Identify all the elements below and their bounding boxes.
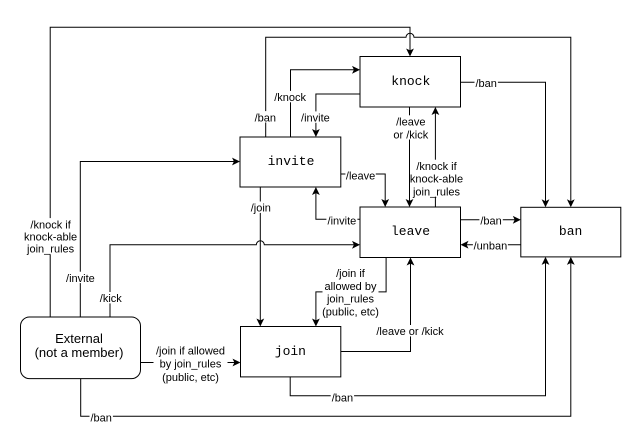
svg-text:/invite: /invite [328,215,357,227]
svg-text:ban: ban [559,224,582,239]
svg-text:/ban: /ban [255,112,276,124]
svg-text:allowed by: allowed by [325,281,377,293]
svg-text:/join: /join [251,203,271,215]
svg-text:/ban: /ban [475,78,496,90]
svg-text:/leave: /leave [346,170,375,182]
svg-text:/unban: /unban [474,241,508,253]
svg-text:/kick: /kick [100,293,123,305]
svg-text:join_rules: join_rules [412,187,461,199]
svg-text:(public, etc): (public, etc) [162,372,219,384]
svg-text:External: External [55,331,103,346]
svg-text:/leave: /leave [396,117,425,129]
svg-text:knock-able: knock-able [24,231,77,243]
svg-text:/knock if: /knock if [30,219,71,231]
svg-text:join_rules: join_rules [326,294,375,306]
svg-text:/invite: /invite [66,273,95,285]
svg-text:/join if allowed: /join if allowed [156,345,225,357]
svg-text:/knock: /knock [274,92,306,104]
svg-text:/leave or /kick: /leave or /kick [376,326,444,338]
svg-text:knock-able: knock-able [410,174,463,186]
svg-text:join_rules: join_rules [26,243,75,255]
svg-text:(not a member): (not a member) [35,345,124,360]
svg-text:/invite: /invite [301,113,330,125]
svg-text:knock: knock [391,74,430,89]
svg-text:by join_rules: by join_rules [160,359,222,371]
svg-text:/ban: /ban [90,412,111,424]
svg-text:/join if: /join if [336,268,366,280]
svg-text:/knock if: /knock if [416,161,457,173]
svg-text:or /kick: or /kick [393,129,428,141]
svg-text:(public, etc): (public, etc) [322,307,379,319]
svg-text:invite: invite [268,154,315,169]
svg-text:/ban: /ban [332,392,353,404]
svg-text:leave: leave [391,224,430,239]
svg-text:join: join [275,344,306,359]
svg-text:/ban: /ban [480,216,501,228]
